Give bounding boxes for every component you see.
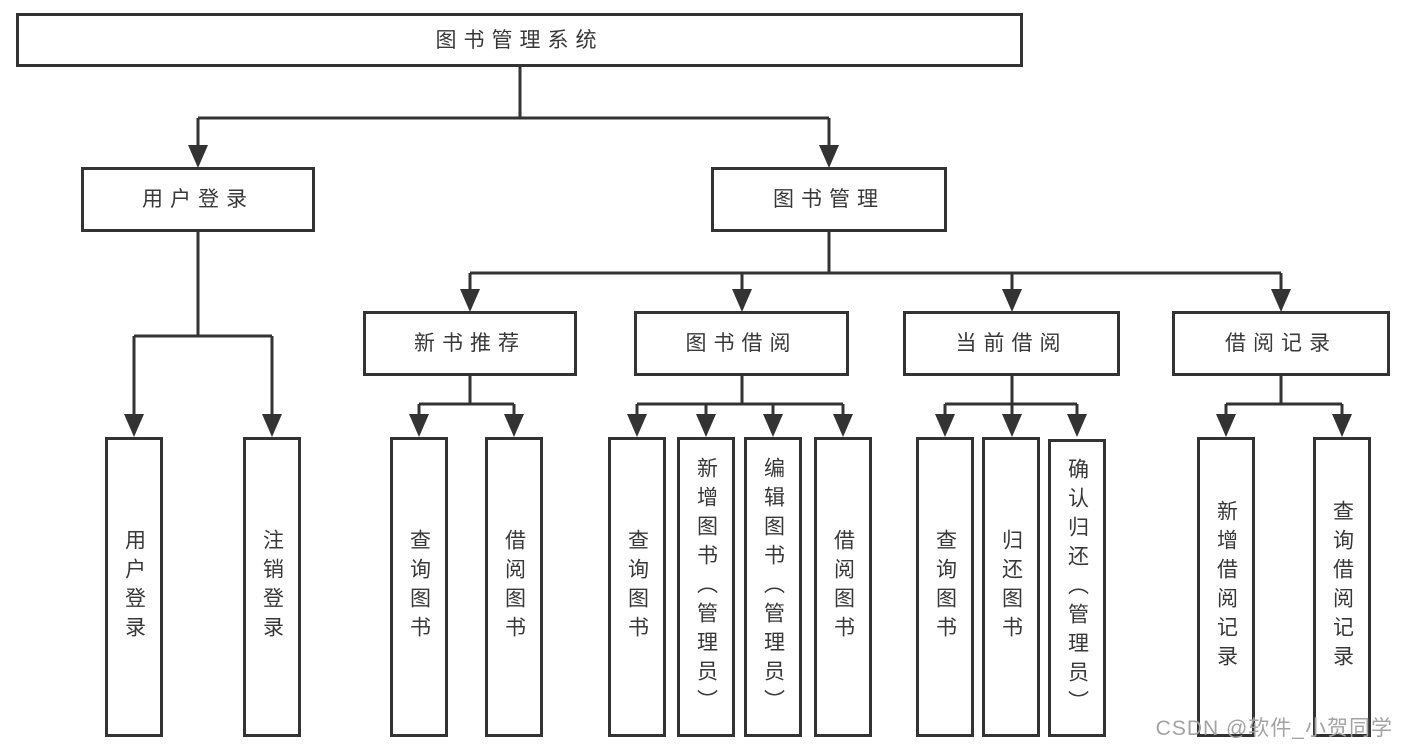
node-new-book-recommend: 新书推荐 [363,311,577,376]
leaf-cb-confirm-return-admin: 确认归还（管理员） [1048,439,1106,737]
arrowhead [460,289,480,312]
arrowhead [1216,414,1236,437]
connector-borrowrecords-to-leaves [1224,376,1344,431]
arrowhead [188,145,208,168]
leaf-bb-borrow-books: 借阅图书 [814,437,872,737]
arrowhead [1067,414,1087,437]
connector-userlogin-to-leaves [132,232,274,431]
arrowhead [763,414,783,437]
connector-newbook-to-leaves [417,376,516,431]
connector-bookborrow-to-leaves [635,376,845,431]
arrowhead [1002,414,1022,437]
csdn-watermark: CSDN @软件_小贺同学 [1155,717,1393,740]
arrowhead [696,414,716,437]
connector-bookmgmt-to-level3 [468,232,1283,306]
arrowhead [732,289,752,312]
arrowhead [1271,289,1291,312]
leaf-user-login: 用户登录 [105,437,163,737]
arrowhead [262,414,282,437]
leaf-cb-query-books: 查询图书 [916,437,974,737]
arrowhead [1002,289,1022,312]
node-borrow-records: 借阅记录 [1172,311,1390,376]
leaf-cb-return-books: 归还图书 [982,437,1040,737]
leaf-nb-query-books: 查询图书 [390,437,448,737]
node-root: 图书管理系统 [16,13,1023,67]
arrowhead [409,414,429,437]
arrowheads [124,145,1352,437]
leaf-br-add-record: 新增借阅记录 [1197,437,1255,737]
node-book-borrow: 图书借阅 [634,311,849,376]
arrowhead [833,414,853,437]
leaf-bb-add-books-admin: 新增图书（管理员） [677,437,735,737]
arrowhead [124,414,144,437]
arrowhead [1332,414,1352,437]
leaf-nb-borrow-books: 借阅图书 [485,437,543,737]
node-book-management: 图书管理 [711,167,947,232]
leaf-bb-edit-books-admin: 编辑图书（管理员） [744,437,802,737]
arrowhead [935,414,955,437]
node-current-borrow: 当前借阅 [903,311,1120,376]
node-user-login: 用户登录 [81,167,315,232]
connector-root-to-level2 [196,67,831,162]
leaf-bb-query-books: 查询图书 [608,437,666,737]
arrowhead [627,414,647,437]
leaf-br-query-record: 查询借阅记录 [1313,437,1371,737]
arrowhead [504,414,524,437]
leaf-logout: 注销登录 [243,437,301,737]
arrowhead [819,145,839,168]
